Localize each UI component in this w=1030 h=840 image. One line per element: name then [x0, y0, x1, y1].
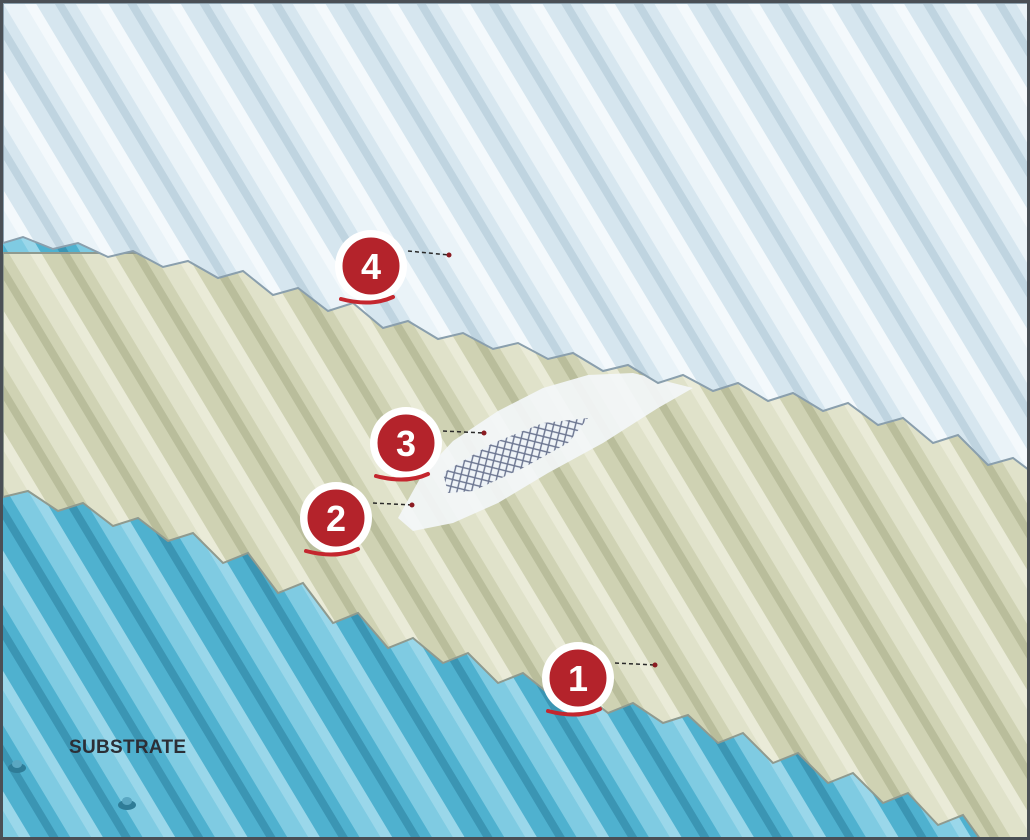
marker-3-number: 3	[396, 423, 416, 464]
marker-4-number: 4	[361, 246, 381, 287]
substrate-label: SUBSTRATE	[69, 737, 186, 759]
marker-1-number: 1	[568, 658, 588, 699]
marker-2-number: 2	[326, 498, 346, 539]
roof-layers-illustration: 4 3 2 1	[3, 3, 1030, 840]
